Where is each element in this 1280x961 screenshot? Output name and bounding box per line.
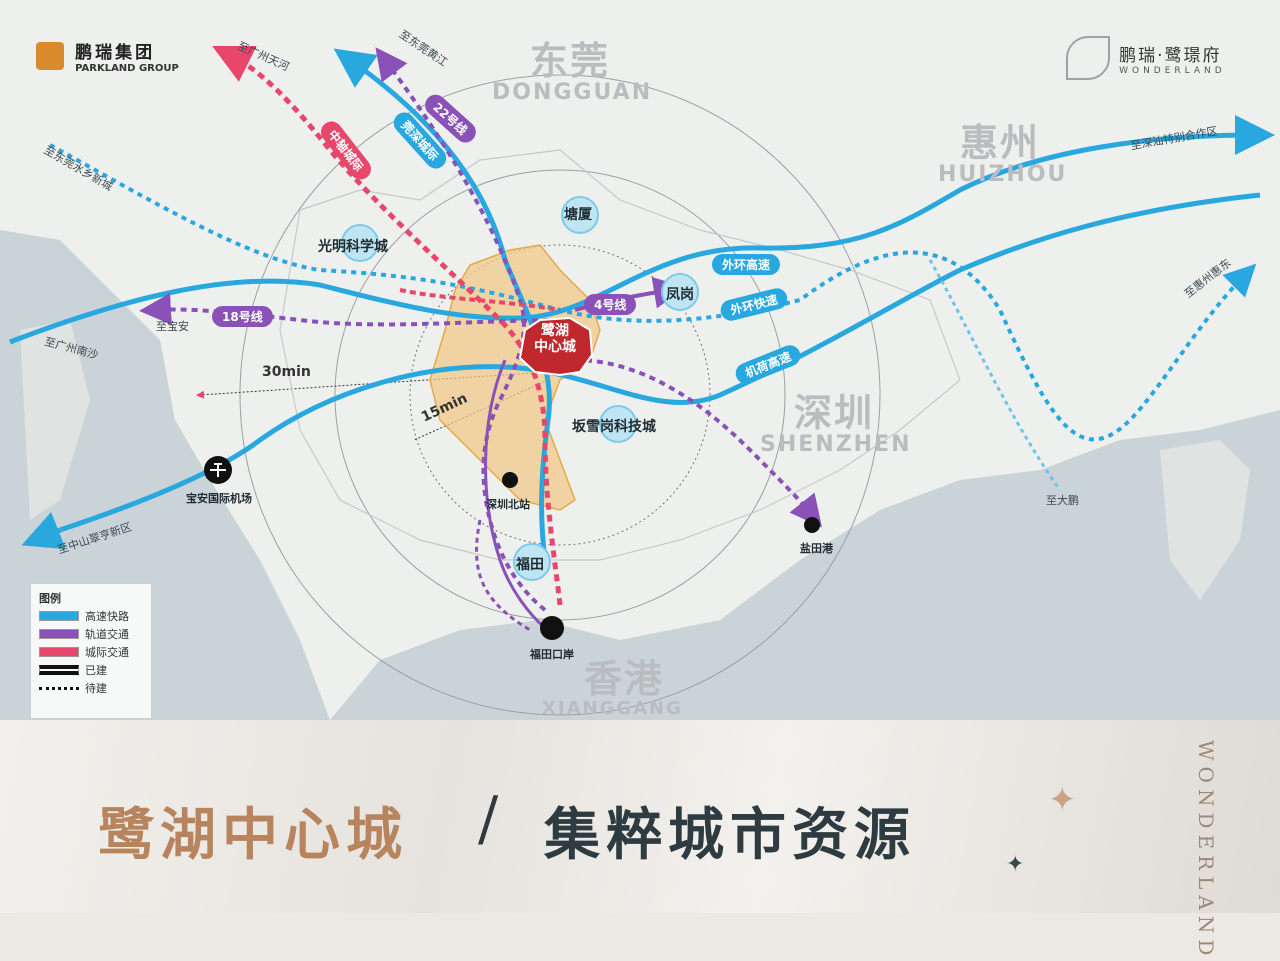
ship-icon	[804, 517, 820, 533]
legend-swatch-metro	[39, 629, 79, 639]
legend-row: 高速快路	[39, 608, 143, 624]
metro-to-yantian	[574, 358, 822, 528]
place-bantian: 坂雪岗科技城	[572, 419, 656, 435]
train-icon	[502, 472, 518, 488]
center-label-line1: 鹭湖	[541, 323, 569, 339]
highway-to-dapeng	[928, 259, 1062, 491]
legend-title: 图例	[39, 592, 61, 605]
dapeng-peninsula	[1160, 440, 1250, 600]
tag-waihuan-gaosu: 外环高速	[712, 254, 781, 275]
legend-swatch-intercity	[39, 647, 79, 657]
city-huizhou-en: HUIZHOU	[938, 162, 1068, 187]
legend-label: 城际交通	[85, 646, 129, 659]
project-name-zh: 鹏瑞·鹭璟府	[1119, 45, 1222, 66]
place-guangming: 光明科学城	[318, 239, 388, 255]
sparkle-icon: ✦	[1048, 780, 1077, 820]
dir-dapeng: 至大鹏	[1046, 494, 1079, 507]
place-futian: 福田	[516, 557, 544, 573]
brand-logo: 鹏瑞集团 PARKLAND GROUP	[36, 38, 179, 74]
place-shenzhen-north: 深圳北站	[486, 498, 530, 511]
legend-label: 高速快路	[85, 610, 129, 623]
legend-row: 待建	[39, 680, 143, 696]
project-name-en: WONDERLAND	[1119, 65, 1226, 76]
ring-30min-label: 30min	[262, 364, 311, 380]
legend-label: 已建	[85, 664, 107, 677]
metro-22	[375, 47, 547, 612]
highway-guanshen	[333, 48, 552, 561]
legend-row: 城际交通	[39, 644, 143, 660]
center-label-line2: 中心城	[534, 339, 576, 355]
center-label: 鹭湖 中心城	[534, 323, 576, 355]
city-dongguan-en: DONGGUAN	[492, 80, 653, 105]
brand-logo-mark	[36, 42, 64, 70]
dir-baoan: 至宝安	[156, 320, 189, 333]
city-hongkong-en: XIANGGANG	[542, 698, 683, 719]
city-boundary	[279, 149, 961, 561]
slogan-separator: /	[478, 784, 499, 854]
company-name-en: PARKLAND GROUP	[75, 63, 179, 74]
legend-swatch-built	[39, 665, 79, 675]
city-dongguan-zh: 东莞	[530, 39, 611, 83]
legend-swatch-planned	[39, 686, 79, 690]
legend-row: 轨道交通	[39, 626, 143, 642]
tag-line4: 4号线	[584, 294, 637, 315]
legend-row: 已建	[39, 662, 143, 678]
city-shenzhen-zh: 深圳	[794, 391, 875, 435]
intercity-branch	[399, 288, 561, 312]
ring-15min	[409, 244, 711, 546]
map-legend: 图例 高速快路 轨道交通 城际交通 已建 待建	[30, 583, 152, 719]
place-yantian: 盐田港	[800, 542, 833, 555]
sea-south	[330, 410, 1280, 720]
regional-transport-map	[0, 46, 1280, 720]
center-marker	[518, 316, 594, 377]
metro-to-futian	[484, 359, 546, 630]
highway-jihe	[59, 192, 1261, 533]
project-logo: 鹏瑞·鹭璟府 WONDERLAND	[1066, 36, 1226, 80]
sparkle-small-icon: ✦	[1006, 852, 1025, 877]
ring-30min	[239, 74, 881, 716]
legend-label: 待建	[85, 682, 107, 695]
city-shenzhen-en: SHENZHEN	[760, 432, 912, 457]
city-huizhou-zh: 惠州	[960, 121, 1041, 165]
highway-waihuan-kuaisu	[49, 143, 1257, 442]
port-icon	[540, 616, 564, 640]
place-halos	[341, 196, 699, 581]
place-airport: 宝安国际机场	[186, 492, 252, 505]
airport-plane-glyph	[210, 463, 226, 477]
metro-18	[139, 293, 561, 327]
company-name-zh: 鹏瑞集团	[75, 43, 156, 63]
legend-label: 轨道交通	[85, 628, 129, 641]
vertical-watermark: WONDERLAND	[1194, 740, 1218, 961]
slogan-left: 鹭湖中心城	[98, 802, 408, 868]
metro-branch	[475, 519, 531, 632]
place-futian-port: 福田口岸	[530, 648, 574, 661]
reclaimed-land	[20, 320, 90, 520]
place-fenggang: 凤岗	[666, 287, 694, 303]
tag-line18: 18号线	[212, 306, 273, 327]
legend-swatch-highway	[39, 611, 79, 621]
intercity-zhongshen	[212, 46, 563, 606]
slogan-right: 集粹城市资源	[544, 802, 916, 868]
highway-waihuan	[9, 115, 1275, 345]
place-tangxia: 塘厦	[564, 207, 592, 223]
project-logo-mark	[1066, 36, 1110, 80]
city-hongkong-zh: 香港	[584, 657, 665, 701]
bottom-banner	[0, 720, 1280, 913]
